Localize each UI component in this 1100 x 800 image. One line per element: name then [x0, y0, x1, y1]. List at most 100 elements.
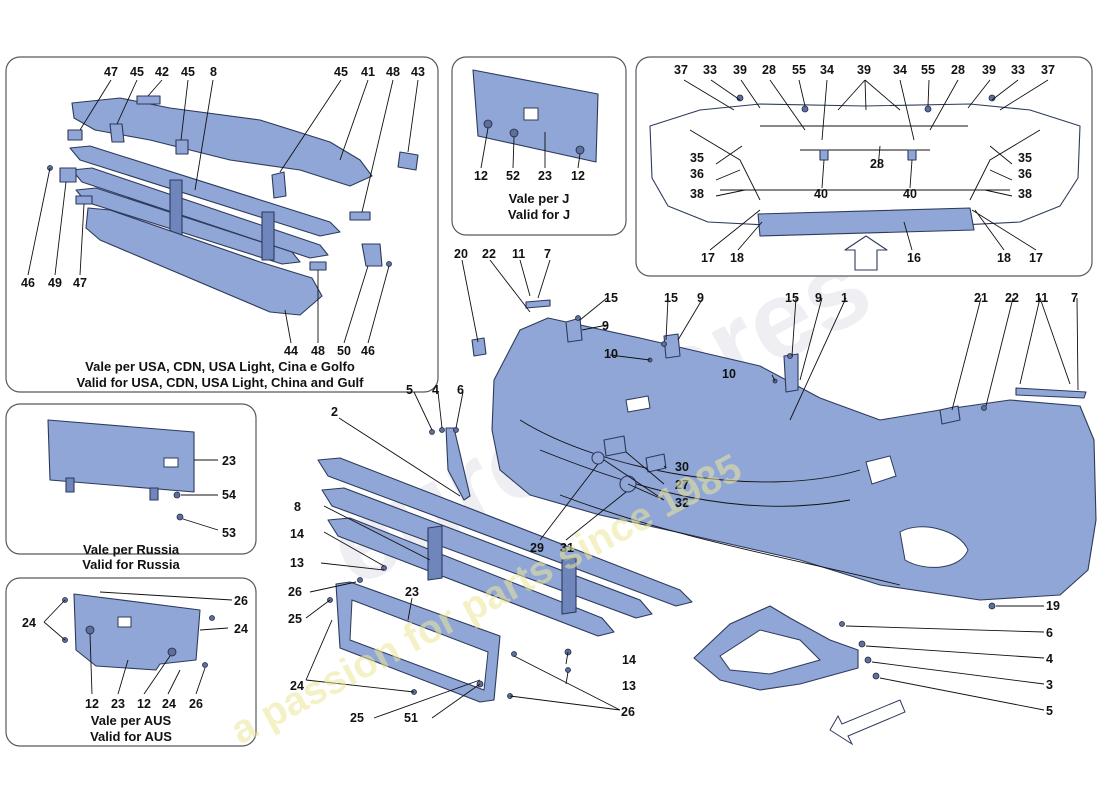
bracket-2	[445, 427, 471, 501]
russia-nut-53	[176, 513, 184, 521]
usa-grille-strut-1	[169, 179, 183, 239]
russia-plate-brackets	[65, 477, 159, 501]
panel-russia: 23 54 53 Vale per Russia Valid for Russi…	[5, 403, 257, 572]
label-11: 11	[1035, 291, 1048, 305]
japan-caption-it: Vale per J	[509, 191, 570, 206]
label-23: 23	[405, 585, 419, 599]
bumper-contour-lines	[519, 419, 901, 586]
label-14: 14	[290, 527, 304, 541]
usa-clip-47b	[75, 195, 93, 205]
label-22: 22	[482, 247, 496, 261]
usa-lower-absorber	[85, 207, 323, 316]
label-24: 24	[22, 616, 36, 630]
label-42: 42	[155, 65, 169, 79]
rear-clip-40b	[907, 149, 917, 161]
label-2: 2	[331, 405, 338, 419]
label-26: 26	[621, 705, 635, 719]
label-17: 17	[1029, 251, 1043, 265]
label-37: 37	[674, 63, 688, 77]
label-49: 49	[48, 276, 62, 290]
screw-15a	[575, 315, 581, 321]
bracket-9-right	[783, 353, 799, 393]
aus-nut-26b	[202, 662, 208, 668]
label-28: 28	[762, 63, 776, 77]
label-5: 5	[406, 383, 413, 397]
rear-bumper-ribs	[689, 125, 1041, 201]
screw-15b	[661, 341, 667, 347]
panel-japan: 12 52 23 12 Vale per J Valid for J	[451, 56, 627, 236]
bracket-9-mid	[663, 333, 681, 359]
sensor-29	[591, 451, 605, 465]
label-34: 34	[820, 63, 834, 77]
label-17: 17	[701, 251, 715, 265]
sensor-bracket-27	[603, 435, 627, 457]
label-6: 6	[457, 383, 464, 397]
trim-7-right	[1015, 387, 1087, 399]
label-1: 1	[841, 291, 848, 305]
label-12: 12	[137, 697, 151, 711]
label-5: 5	[1046, 704, 1053, 718]
usa-caption-en: Valid for USA, CDN, USA Light, China and…	[77, 375, 365, 390]
japan-screw-12a	[483, 119, 493, 129]
main-leader-lines	[305, 259, 1079, 719]
usa-clip-43	[397, 151, 419, 171]
usa-bracket-50	[361, 243, 383, 267]
panel-rear-view: 37 33 39 28 55 34 39 34 55 28 39 33 37 3…	[635, 56, 1093, 277]
label-41: 41	[361, 65, 375, 79]
label-9: 9	[697, 291, 704, 305]
label-8: 8	[294, 500, 301, 514]
label-33: 33	[1011, 63, 1025, 77]
usa-leader-lines	[27, 79, 419, 344]
label-40: 40	[814, 187, 828, 201]
label-26: 26	[288, 585, 302, 599]
label-51: 51	[404, 711, 418, 725]
label-37: 37	[1041, 63, 1055, 77]
label-24: 24	[234, 622, 248, 636]
rear-bumper-shell	[649, 103, 1081, 231]
label-55: 55	[921, 63, 935, 77]
clip-6b	[839, 621, 845, 627]
label-15: 15	[785, 291, 799, 305]
label-11: 11	[512, 247, 525, 261]
label-53: 53	[222, 526, 236, 540]
rear-leader-lines	[683, 79, 1049, 251]
clip-5b	[872, 672, 880, 680]
label-9: 9	[815, 291, 822, 305]
main-grille-bar-3	[327, 517, 615, 637]
label-43: 43	[411, 65, 425, 79]
label-29: 29	[530, 541, 544, 555]
clip-5	[429, 429, 435, 435]
label-47: 47	[73, 276, 87, 290]
label-23: 23	[538, 169, 552, 183]
label-39: 39	[733, 63, 747, 77]
label-26: 26	[234, 594, 248, 608]
label-40: 40	[903, 187, 917, 201]
label-54: 54	[222, 488, 236, 502]
label-4: 4	[1046, 652, 1053, 666]
russia-plate-23	[47, 419, 195, 493]
label-16: 16	[907, 251, 921, 265]
usa-bracket-42	[136, 95, 161, 105]
label-33: 33	[703, 63, 717, 77]
label-13: 13	[622, 679, 636, 693]
label-35: 35	[690, 151, 704, 165]
aus-caption-it: Vale per AUS	[91, 713, 172, 728]
label-26: 26	[189, 697, 203, 711]
rear-screw-55a	[801, 105, 809, 113]
usa-bracket-48b	[309, 261, 327, 271]
front-bumper-1	[491, 317, 1097, 601]
usa-clip-49	[59, 167, 77, 183]
label-19: 19	[1046, 599, 1060, 613]
label-23: 23	[111, 697, 125, 711]
japan-leader-lines	[480, 127, 581, 169]
usa-bracket-45b	[109, 123, 125, 143]
rear-crossbar-16	[757, 207, 975, 237]
russia-caption-it: Vale per Russia	[83, 542, 180, 557]
label-24: 24	[162, 697, 176, 711]
main-grille-strut-1	[427, 525, 443, 581]
label-48: 48	[311, 344, 325, 358]
label-35: 35	[1018, 151, 1032, 165]
label-15: 15	[664, 291, 678, 305]
aus-screw-12a	[85, 625, 95, 635]
